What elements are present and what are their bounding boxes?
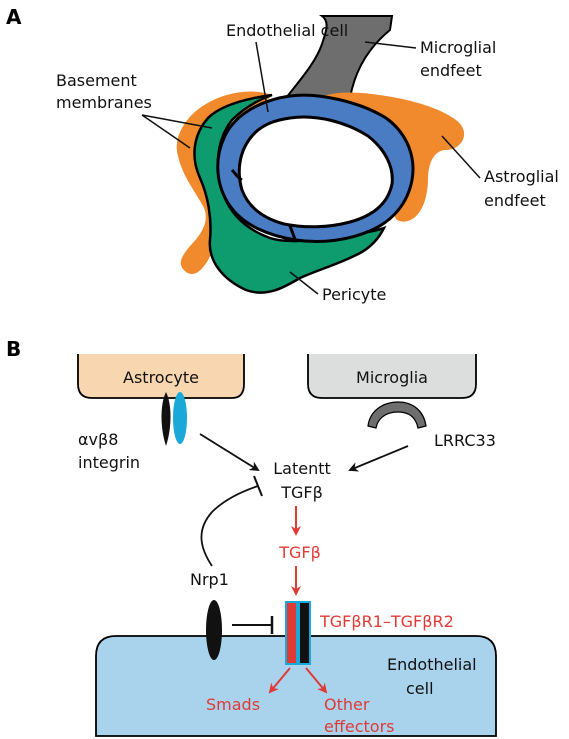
latent-tgfb-label-1: Latentt xyxy=(273,459,331,478)
junction-line xyxy=(288,225,298,243)
pericyte-label: Pericyte xyxy=(322,285,386,304)
microglial-endfeet-shape xyxy=(283,15,394,99)
lrrc33-label: LRRC33 xyxy=(434,431,496,450)
microglial-endfeet-label-2: endfeet xyxy=(420,61,482,80)
nrp1-inhibition-bar xyxy=(253,475,263,497)
endothelial-cell-label-1: Endothelial xyxy=(387,655,477,674)
endothelial-cell-label-2: cell xyxy=(406,679,434,698)
astroglial-endfeet-label-2: endfeet xyxy=(484,191,546,210)
integrin-to-latent-arrow xyxy=(199,433,260,472)
tgfbr2-bar xyxy=(298,601,311,665)
tgfb-label: TGFβ xyxy=(278,543,321,562)
astrocyte-box xyxy=(77,354,245,399)
tgfbr1-bar xyxy=(285,601,298,665)
endothelial-cell-shape xyxy=(216,93,415,244)
basement-membranes-label-2: membranes xyxy=(56,93,152,112)
astrocyte-label: Astrocyte xyxy=(123,368,199,387)
lrrc33-shape xyxy=(367,401,427,429)
panel-b-label: B xyxy=(6,337,21,361)
nrp1-receptor xyxy=(206,600,222,660)
receptor-to-effectors-arrow xyxy=(305,667,328,694)
microglia-box xyxy=(307,354,477,399)
astroglial-endfeet-right xyxy=(318,92,465,222)
integrin-blue xyxy=(173,392,187,444)
integrin-black xyxy=(161,392,171,446)
basement-leader-line-1 xyxy=(141,114,213,129)
endothelial-leader-line xyxy=(255,41,269,113)
basement-membranes-label-1: Basement xyxy=(56,71,137,90)
endothelial-cell-label: Endothelial cell xyxy=(226,21,348,40)
other-effectors-label-1: Other xyxy=(324,695,370,714)
nrp1-label: Nrp1 xyxy=(190,570,229,589)
basement-leader-line-2 xyxy=(141,114,191,149)
other-effectors-label-2: effectors xyxy=(324,717,394,736)
astroglial-leader-line xyxy=(441,135,481,179)
nrp1-inhibition-curve xyxy=(200,485,259,567)
microglial-leader-line xyxy=(364,41,417,49)
astroglial-endfeet-label-1: Astroglial xyxy=(484,167,559,186)
junction-line xyxy=(230,168,243,182)
endothelial-cell-box xyxy=(95,635,497,737)
pericyte-leader-line xyxy=(289,271,319,295)
receptor-label: TGFβR1–TGFβR2 xyxy=(319,612,454,631)
microglia-label: Microglia xyxy=(356,368,428,387)
lrrc33-to-latent-arrow xyxy=(348,445,409,472)
integrin-label-1: αvβ8 xyxy=(78,430,118,449)
integrin-label-2: integrin xyxy=(78,453,140,472)
panel-a-label: A xyxy=(6,5,22,29)
smads-label: Smads xyxy=(206,695,260,714)
latent-tgfb-label-2: TGFβ xyxy=(280,483,323,502)
microglial-endfeet-label-1: Microglial xyxy=(420,38,496,57)
receptor-to-smads-arrow xyxy=(268,667,291,694)
